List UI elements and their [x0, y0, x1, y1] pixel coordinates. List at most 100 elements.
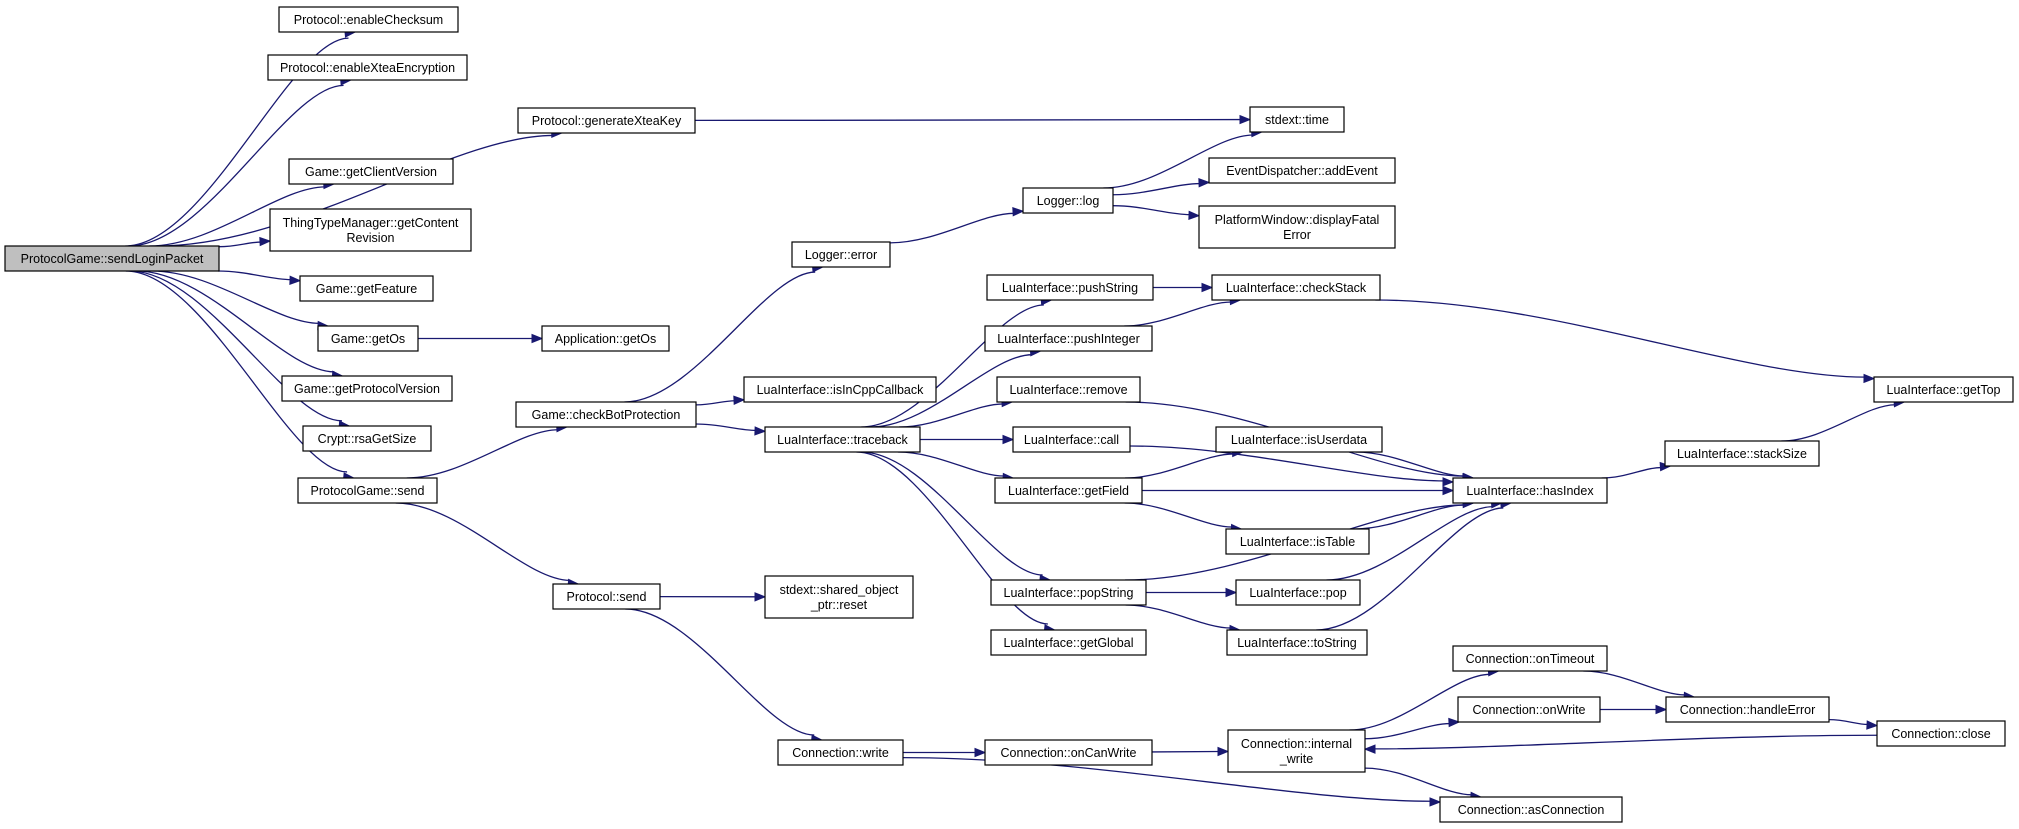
node-luainterface-popstring[interactable]: LuaInterface::popString	[990, 579, 1147, 606]
node-luainterface-call[interactable]: LuaInterface::call	[1012, 426, 1131, 453]
edge-line	[1354, 504, 1465, 530]
edge-connection-internal-write-to-connection-asconnection	[1364, 767, 1483, 802]
arrowhead	[754, 592, 767, 602]
node-luainterface-remove[interactable]: LuaInterface::remove	[996, 376, 1141, 403]
node-logger-error[interactable]: Logger::error	[791, 241, 891, 268]
edge-luainterface-getfield-to-luainterface-hasindex	[1142, 485, 1455, 496]
edge-connection-write-to-connection-oncanwrite	[903, 747, 987, 758]
node-label: Protocol::generateXteaKey	[532, 114, 682, 128]
node-box	[984, 739, 1153, 766]
node-luainterface-isuserdata[interactable]: LuaInterface::isUserdata	[1215, 426, 1383, 453]
node-box	[1664, 440, 1820, 467]
node-game-getprotocolversion[interactable]: Game::getProtocolVersion	[281, 375, 453, 402]
edge-line	[395, 502, 571, 582]
node-luainterface-stacksize[interactable]: LuaInterface::stackSize	[1664, 440, 1820, 467]
node-connection-asconnection[interactable]: Connection::asConnection	[1439, 796, 1623, 823]
edge-luainterface-popstring-to-luainterface-pop	[1146, 587, 1238, 598]
node-game-getclientversion[interactable]: Game::getClientVersion	[288, 158, 454, 185]
node-label: Connection::onCanWrite	[1001, 746, 1137, 760]
arrowhead	[1655, 704, 1668, 715]
node-application-getos[interactable]: Application::getOs	[541, 325, 670, 352]
node-luainterface-istable[interactable]: LuaInterface::isTable	[1225, 528, 1370, 555]
node-luainterface-getglobal[interactable]: LuaInterface::getGlobal	[990, 629, 1147, 656]
node-label: Game::getClientVersion	[305, 165, 437, 179]
node-game-getos[interactable]: Game::getOs	[317, 325, 419, 352]
node-luainterface-hasindex[interactable]: LuaInterface::hasIndex	[1452, 477, 1608, 504]
node-box	[541, 325, 670, 352]
node-logger-log[interactable]: Logger::log	[1022, 187, 1114, 214]
edge-line	[151, 270, 320, 324]
node-luainterface-traceback[interactable]: LuaInterface::traceback	[764, 426, 921, 453]
node-box	[986, 274, 1154, 301]
edge-protocolgame-sendloginpacket-to-thingtypemanager-getcontent-revision	[218, 236, 272, 248]
edge-luainterface-call-to-luainterface-hasindex	[1129, 445, 1455, 487]
edge-connection-handleerror-to-connection-close	[1828, 718, 1879, 730]
node-label: Connection::write	[792, 746, 889, 760]
edge-line	[1124, 502, 1233, 528]
edge-protocol-send-to-connection-write	[625, 608, 824, 744]
node-label: Game::checkBotProtection	[532, 408, 681, 422]
edge-line	[897, 451, 1005, 477]
edge-line	[149, 186, 326, 247]
node-label: Connection::onTimeout	[1466, 652, 1595, 666]
node-box	[791, 241, 891, 268]
node-luainterface-isincppcallback[interactable]: LuaInterface::isInCppCallback	[743, 376, 937, 403]
node-luainterface-getfield[interactable]: LuaInterface::getField	[994, 477, 1143, 504]
node-luainterface-tostring[interactable]: LuaInterface::toString	[1226, 629, 1368, 656]
node-luainterface-pushinteger[interactable]: LuaInterface::pushInteger	[984, 325, 1153, 352]
node-connection-write[interactable]: Connection::write	[777, 739, 904, 766]
node-stdext-shared-object-ptr-reset[interactable]: stdext::shared_object_ptr::reset	[764, 575, 914, 619]
node-stdext-time[interactable]: stdext::time	[1249, 106, 1345, 133]
node-label: LuaInterface::pushInteger	[997, 332, 1139, 346]
node-box	[1215, 426, 1383, 453]
edge-line	[156, 134, 554, 247]
edge-line	[1326, 505, 1494, 581]
arrowhead	[974, 747, 987, 758]
node-protocol-enablechecksum[interactable]: Protocol::enableChecksum	[278, 6, 459, 33]
node-luainterface-checkstack[interactable]: LuaInterface::checkStack	[1211, 274, 1381, 301]
node-box	[281, 375, 453, 402]
arrowhead	[259, 236, 272, 247]
node-game-checkbotprotection[interactable]: Game::checkBotProtection	[515, 401, 697, 428]
node-label: LuaInterface::remove	[1009, 383, 1127, 397]
edge-line	[128, 84, 344, 247]
node-protocol-send[interactable]: Protocol::send	[552, 583, 661, 610]
node-luainterface-gettop[interactable]: LuaInterface::getTop	[1873, 376, 2014, 403]
node-box	[278, 6, 459, 33]
arrowhead	[1863, 373, 1876, 384]
edge-line	[218, 270, 292, 281]
node-label: LuaInterface::toString	[1237, 636, 1357, 650]
node-luainterface-pushstring[interactable]: LuaInterface::pushString	[986, 274, 1154, 301]
node-box	[1873, 376, 2014, 403]
edge-connection-oncanwrite-to-connection-internal-write	[1151, 746, 1230, 757]
edge-luainterface-traceback-to-luainterface-pushstring	[861, 296, 1053, 428]
node-connection-ontimeout[interactable]: Connection::onTimeout	[1452, 645, 1608, 672]
node-game-getfeature[interactable]: Game::getFeature	[299, 275, 434, 302]
node-connection-onwrite[interactable]: Connection::onWrite	[1457, 696, 1601, 723]
node-protocol-enablexteaencryption[interactable]: Protocol::enableXteaEncryption	[267, 54, 468, 81]
node-label: Connection::onWrite	[1472, 703, 1585, 717]
edge-protocolgame-sendloginpacket-to-game-getfeature	[218, 270, 302, 286]
node-box	[288, 158, 454, 185]
node-connection-handleerror[interactable]: Connection::handleError	[1665, 696, 1830, 723]
node-crypt-rsagetsize[interactable]: Crypt::rsaGetSize	[302, 425, 432, 452]
node-box	[1235, 579, 1361, 606]
arrowhead	[754, 426, 767, 436]
node-protocol-generatexteakey[interactable]: Protocol::generateXteaKey	[517, 107, 696, 134]
arrowhead	[1363, 744, 1376, 754]
node-protocolgame-send[interactable]: ProtocolGame::send	[297, 477, 438, 504]
node-connection-oncanwrite[interactable]: Connection::onCanWrite	[984, 739, 1153, 766]
node-connection-internal-write[interactable]: Connection::internal_write	[1227, 729, 1366, 773]
node-label: Connection::asConnection	[1458, 803, 1605, 817]
node-connection-close[interactable]: Connection::close	[1876, 720, 2006, 747]
node-protocolgame-sendloginpacket[interactable]: ProtocolGame::sendLoginPacket	[4, 245, 220, 272]
node-luainterface-pop[interactable]: LuaInterface::pop	[1235, 579, 1361, 606]
edge-line	[694, 118, 1242, 122]
node-box	[4, 245, 220, 272]
node-box	[517, 107, 696, 134]
node-eventdispatcher-addevent[interactable]: EventDispatcher::addEvent	[1208, 157, 1396, 184]
arrowhead	[1239, 114, 1252, 125]
